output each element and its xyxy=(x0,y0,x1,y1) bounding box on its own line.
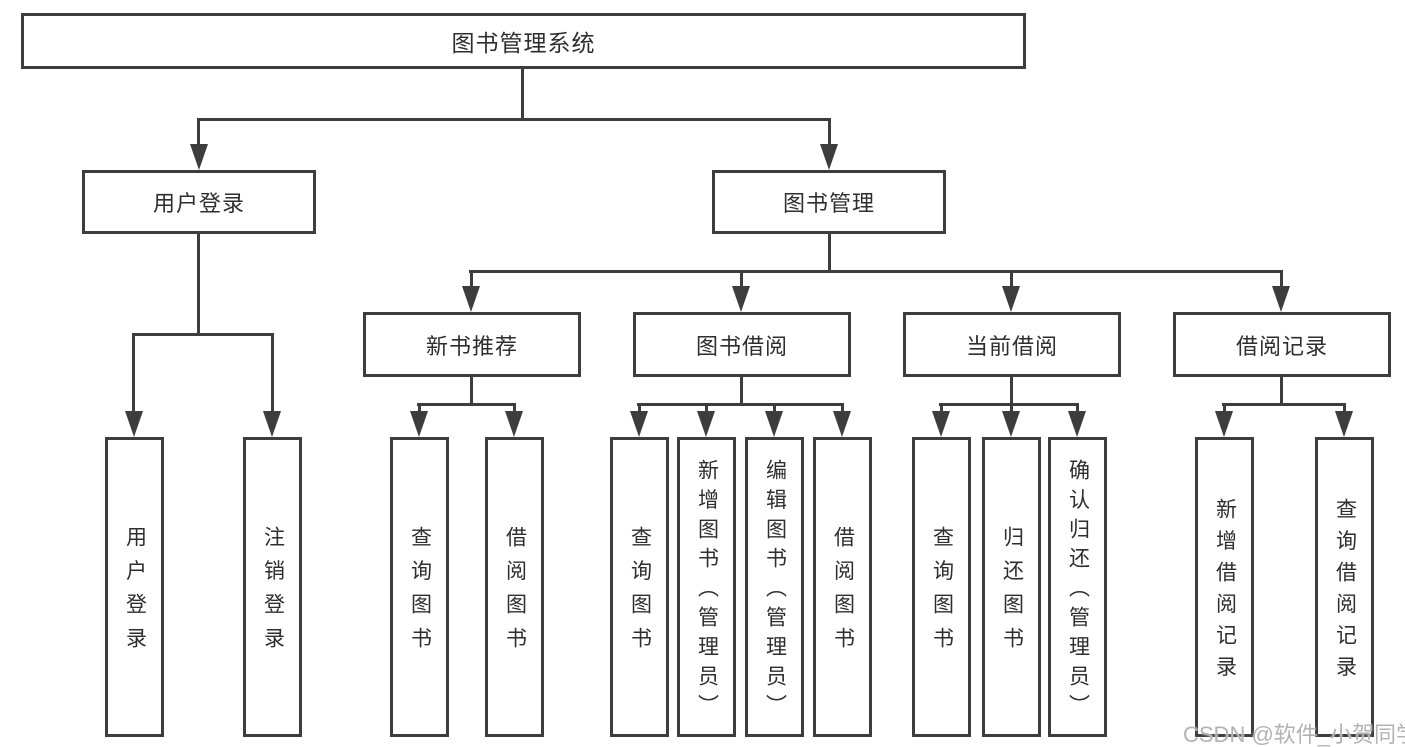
edge-drop-borrow-book xyxy=(841,403,844,414)
leaf-logout-label: 注销登录 xyxy=(261,526,285,661)
edge-borrow-stem xyxy=(740,376,743,405)
leaf-recommend-query-book: 查询图书 xyxy=(390,437,449,737)
edge-book-management-stem xyxy=(828,233,831,272)
edge-drop-book-borrow xyxy=(740,270,743,288)
leaf-edit-book-admin: 编辑图书（管理员） xyxy=(745,437,804,737)
node-book-borrow-label: 图书借阅 xyxy=(695,333,788,359)
node-current-borrow: 当前借阅 xyxy=(903,312,1121,377)
leaf-add-book-admin-label: 新增图书（管理员） xyxy=(695,458,719,724)
leaf-borrow-book-label: 借阅图书 xyxy=(831,526,855,661)
arrowhead-edit-book xyxy=(765,411,783,437)
arrowhead-borrow-book xyxy=(833,411,851,437)
arrowhead-borrow-query xyxy=(630,411,648,437)
edge-drop-current-query xyxy=(940,403,943,414)
node-user-login: 用户登录 xyxy=(82,170,316,234)
node-root: 图书管理系统 xyxy=(21,13,1026,69)
arrowhead-current-borrow xyxy=(1002,286,1020,312)
edge-drop-recommend-query xyxy=(418,403,421,414)
leaf-edit-book-admin-label: 编辑图书（管理员） xyxy=(763,458,787,724)
leaf-user-login: 用户登录 xyxy=(105,437,164,737)
arrowhead-leaf-logout xyxy=(263,411,281,437)
arrowhead-book-borrow xyxy=(732,286,750,312)
edge-record-stem xyxy=(1280,376,1283,405)
edge-drop-leaf-user-login xyxy=(132,333,135,413)
node-borrow-record-label: 借阅记录 xyxy=(1235,333,1328,359)
edge-drop-return-book xyxy=(1010,403,1013,414)
leaf-borrow-query-book: 查询图书 xyxy=(610,437,669,737)
node-borrow-record: 借阅记录 xyxy=(1173,312,1391,377)
node-book-borrow: 图书借阅 xyxy=(633,312,851,377)
arrowhead-add-book xyxy=(697,411,715,437)
arrowhead-leaf-user-login xyxy=(125,411,143,437)
arrowhead-recommend-borrow xyxy=(505,411,523,437)
edge-drop-borrow-query xyxy=(638,403,641,414)
arrowhead-user-login xyxy=(190,144,208,170)
leaf-confirm-return-admin: 确认归还（管理员） xyxy=(1048,437,1107,737)
leaf-add-borrow-record: 新增借阅记录 xyxy=(1195,437,1254,737)
arrowhead-book-management xyxy=(820,144,838,170)
edge-record-bus xyxy=(1222,403,1346,406)
edge-drop-user-login xyxy=(197,118,200,146)
node-new-book-recommend-label: 新书推荐 xyxy=(425,333,518,359)
edge-drop-recommend-borrow xyxy=(513,403,516,414)
leaf-return-book-label: 归还图书 xyxy=(1000,526,1024,661)
node-book-management: 图书管理 xyxy=(712,170,946,234)
arrowhead-new-book-recommend xyxy=(462,286,480,312)
arrowhead-add-record xyxy=(1215,411,1233,437)
edge-drop-add-book xyxy=(705,403,708,414)
leaf-current-query-book-label: 查询图书 xyxy=(930,526,954,661)
edge-drop-edit-book xyxy=(773,403,776,414)
leaf-recommend-borrow-book: 借阅图书 xyxy=(485,437,544,737)
edge-current-stem xyxy=(1010,376,1013,405)
leaf-add-borrow-record-label: 新增借阅记录 xyxy=(1213,497,1237,687)
edge-recommend-bus xyxy=(417,403,516,406)
node-book-management-label: 图书管理 xyxy=(782,191,875,216)
edge-root-stem xyxy=(521,68,524,120)
edge-root-bus xyxy=(197,118,831,121)
edge-drop-book-management xyxy=(828,118,831,146)
leaf-recommend-borrow-book-label: 借阅图书 xyxy=(503,526,527,661)
arrowhead-recommend-query xyxy=(410,411,428,437)
edge-book-management-bus xyxy=(469,270,1283,273)
leaf-recommend-query-book-label: 查询图书 xyxy=(408,526,432,661)
arrowhead-current-query xyxy=(932,411,950,437)
node-current-borrow-label: 当前借阅 xyxy=(965,333,1058,359)
edge-drop-add-record xyxy=(1223,403,1226,414)
leaf-borrow-book: 借阅图书 xyxy=(813,437,872,737)
arrowhead-confirm-return xyxy=(1068,411,1086,437)
leaf-borrow-query-book-label: 查询图书 xyxy=(628,526,652,661)
edge-drop-current-borrow xyxy=(1010,270,1013,288)
node-root-label: 图书管理系统 xyxy=(451,30,596,56)
arrowhead-return-book xyxy=(1002,411,1020,437)
arrowhead-borrow-record xyxy=(1272,286,1290,312)
leaf-return-book: 归还图书 xyxy=(982,437,1041,737)
edge-user-login-stem xyxy=(197,233,200,335)
edge-recommend-stem xyxy=(470,376,473,405)
arrowhead-query-record xyxy=(1335,411,1353,437)
edge-current-bus xyxy=(939,403,1079,406)
node-user-login-label: 用户登录 xyxy=(152,191,245,216)
edge-drop-new-book-recommend xyxy=(470,270,473,288)
edge-drop-leaf-logout xyxy=(271,333,274,413)
leaf-current-query-book: 查询图书 xyxy=(912,437,971,737)
edge-drop-query-record xyxy=(1343,403,1346,414)
leaf-logout: 注销登录 xyxy=(243,437,302,737)
edge-borrow-bus xyxy=(637,403,844,406)
leaf-user-login-label: 用户登录 xyxy=(123,526,147,661)
csdn-watermark: CSDN @软件_小贺同学 xyxy=(1183,722,1405,747)
leaf-confirm-return-admin-label: 确认归还（管理员） xyxy=(1066,458,1090,724)
leaf-query-borrow-record: 查询借阅记录 xyxy=(1315,437,1374,737)
edge-user-login-bus xyxy=(132,333,274,336)
edge-drop-borrow-record xyxy=(1280,270,1283,288)
node-new-book-recommend: 新书推荐 xyxy=(363,312,581,377)
leaf-query-borrow-record-label: 查询借阅记录 xyxy=(1333,497,1357,687)
leaf-add-book-admin: 新增图书（管理员） xyxy=(677,437,736,737)
edge-drop-confirm-return xyxy=(1076,403,1079,414)
